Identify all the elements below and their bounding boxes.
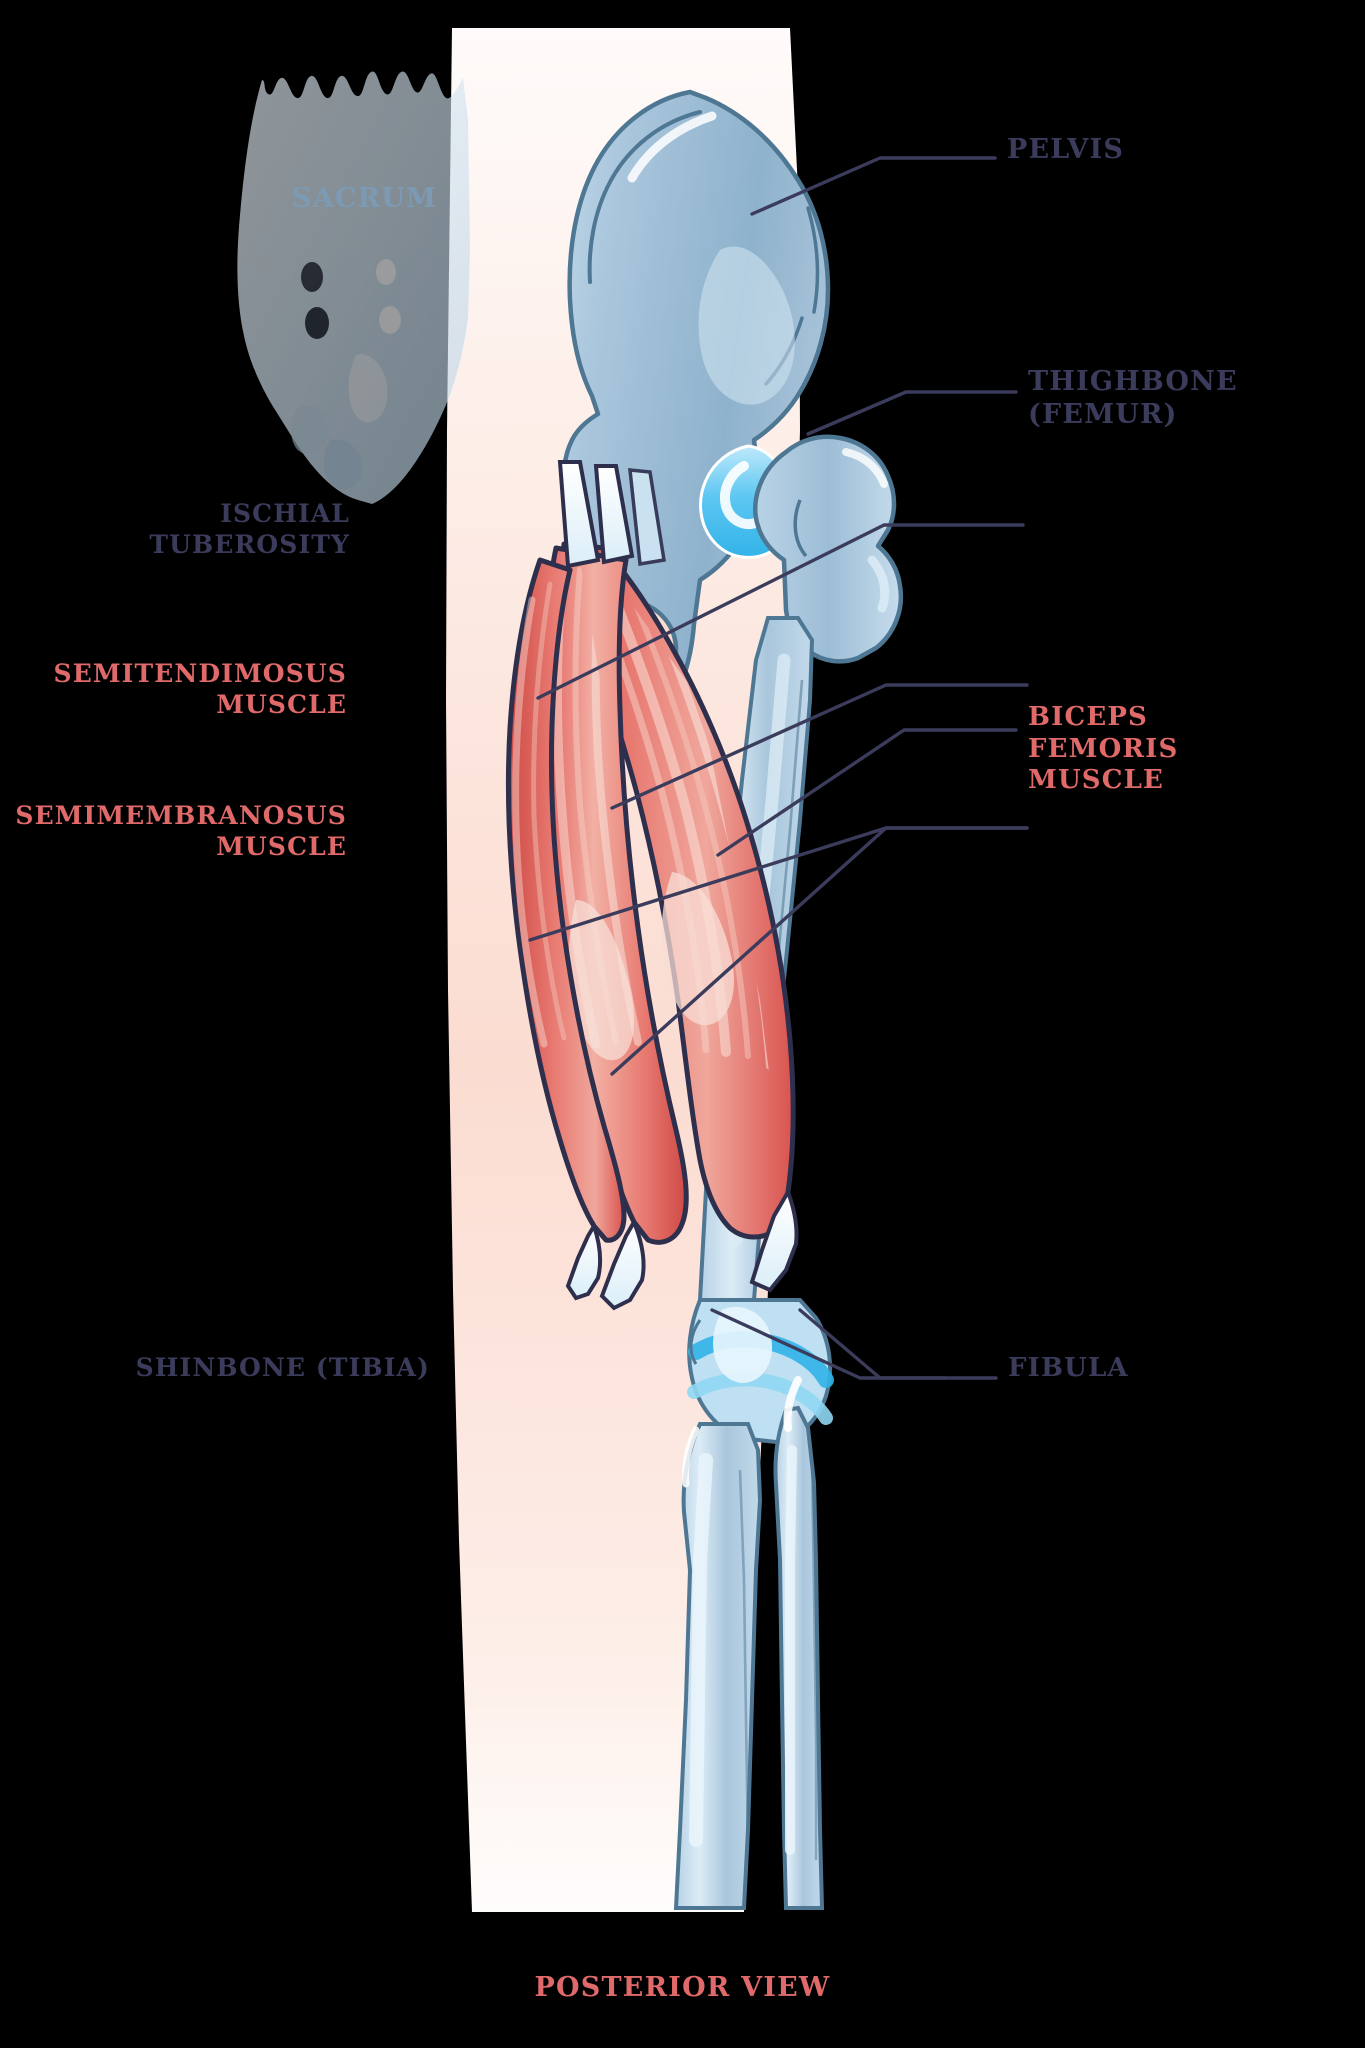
label-shinbone-tibia: SHINBONE (TIBIA) — [135, 1353, 430, 1382]
knee-joint — [687, 1298, 834, 1445]
semimembranosus-muscle — [505, 557, 627, 1301]
leader-lines — [528, 156, 1029, 1380]
label-ischial-tuberosity: ISCHIAL TUBEROSITY — [149, 499, 350, 559]
leader-fibula — [798, 1308, 998, 1380]
sacrum-bone — [237, 71, 470, 504]
label-thighbone-femur: THIGHBONE (FEMUR) — [1028, 366, 1238, 430]
label-sacrum: SACRUM — [292, 183, 438, 214]
leader-semitend — [610, 683, 1029, 810]
tibia-bone — [673, 1422, 763, 1910]
leader-ischial — [536, 523, 1025, 700]
label-biceps-femoris-muscle: BICEPS FEMORIS MUSCLE — [1028, 702, 1179, 796]
leader-pelvis — [750, 156, 997, 216]
label-semimembranosus-muscle: SEMIMEMBRANOSUS MUSCLE — [15, 801, 347, 861]
label-fibula: FIBULA — [1008, 1353, 1129, 1383]
label-semitendimosus-muscle: SEMITENDIMOSUS MUSCLE — [53, 659, 347, 719]
fibula-bone — [773, 1376, 825, 1910]
leader-biceps — [716, 728, 1018, 857]
hamstring-origin-tendons — [557, 460, 667, 569]
leader-semimem-2 — [610, 826, 1029, 1076]
label-pelvis: PELVIS — [1007, 134, 1125, 165]
figure-caption: POSTERIOR VIEW — [534, 1972, 831, 2003]
leader-femur — [806, 390, 1018, 436]
